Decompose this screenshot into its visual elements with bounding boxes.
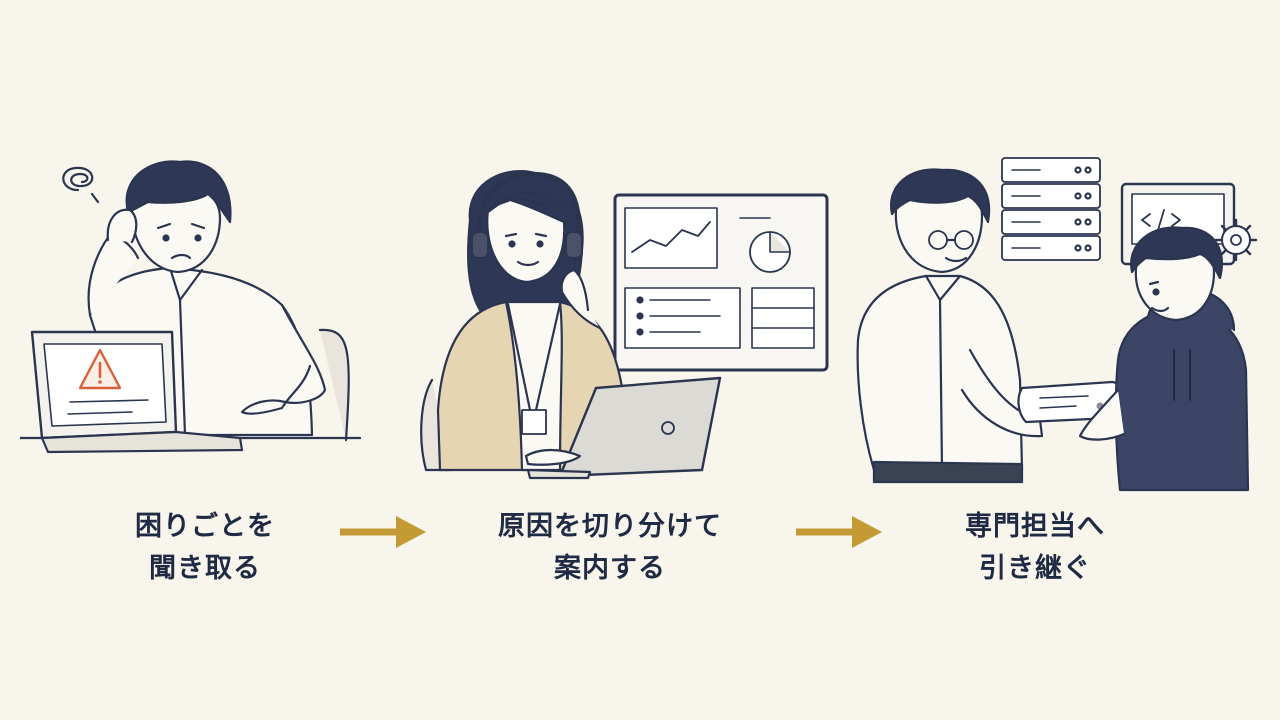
step3-caption-line2: 引き継ぐ	[979, 553, 1091, 584]
arrow-right-icon	[796, 516, 882, 548]
step1-caption-line1: 困りごとを	[135, 511, 275, 542]
step1-illustration	[20, 150, 370, 470]
gear-icon	[1214, 218, 1258, 262]
step3-caption: 専門担当へ 引き継ぐ	[920, 506, 1150, 590]
warning-triangle-icon	[78, 348, 122, 390]
laptop-icon	[526, 376, 722, 480]
arrow-right-icon	[340, 516, 426, 548]
step2-illustration	[410, 160, 840, 480]
step2-caption-line1: 原因を切り分けて	[498, 511, 722, 542]
confused-scribble-icon	[62, 166, 100, 204]
step2-caption: 原因を切り分けて 案内する	[470, 506, 750, 590]
pie-chart-icon	[749, 231, 791, 273]
line-chart-icon	[631, 221, 711, 253]
step1-caption: 困りごとを 聞き取る	[90, 506, 320, 590]
step1-caption-line2: 聞き取る	[149, 553, 261, 584]
step3-illustration	[850, 150, 1260, 495]
dashboard-monitor	[613, 193, 829, 372]
step2-caption-line2: 案内する	[554, 553, 666, 584]
step3-caption-line1: 専門担当へ	[965, 511, 1105, 542]
server-rack-icon	[1001, 157, 1101, 261]
